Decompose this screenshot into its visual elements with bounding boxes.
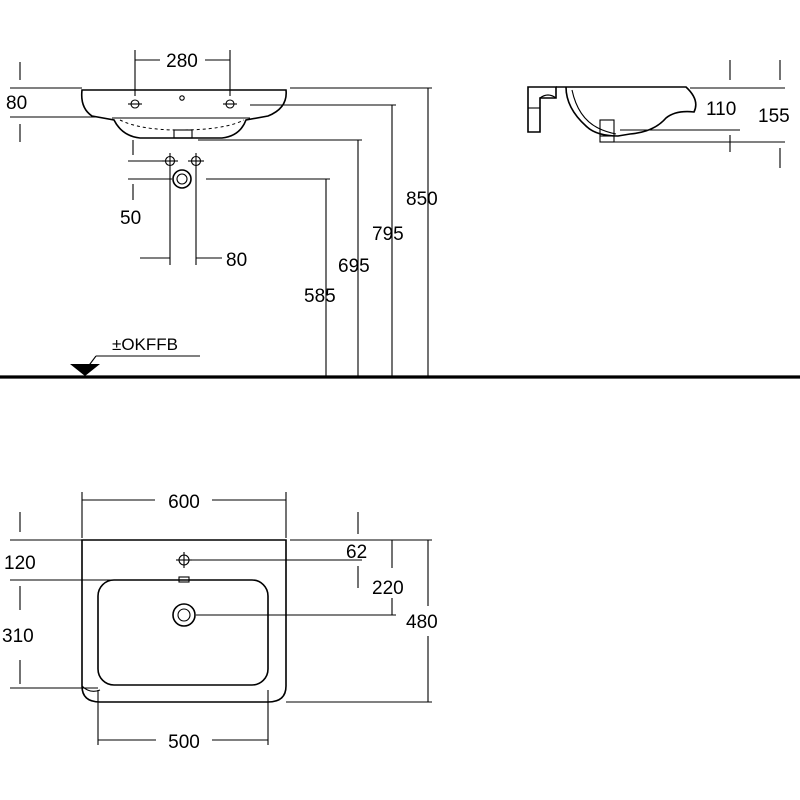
- dim-overflow-height: 795: [372, 224, 404, 245]
- supply-valve-left: [162, 153, 178, 169]
- dim-waste-height: 695: [338, 256, 370, 277]
- plan-view: 600 500 120 310 62 220 480: [2, 492, 438, 753]
- dim-overflow-offset: 62: [346, 542, 367, 563]
- side-elevation: 110 155: [527, 60, 790, 168]
- dim-trap-height: 585: [304, 286, 336, 307]
- dim-total-height: 850: [406, 189, 438, 210]
- front-elevation: 280 80 50 80: [6, 50, 438, 376]
- dim-rim-height: 80: [6, 93, 27, 114]
- tap-hole-left: [128, 99, 142, 109]
- dim-depth-total: 480: [406, 612, 438, 633]
- bowl-hidden-line: [119, 119, 245, 131]
- overflow-hole: [179, 95, 185, 101]
- dim-side-depth-1: 110: [706, 99, 736, 120]
- dim-side-depth-2: 155: [758, 106, 790, 127]
- basin-side-outline: [527, 86, 557, 133]
- dim-bowl-depth: 310: [2, 626, 34, 647]
- supply-valve-right: [188, 153, 204, 169]
- plan-tap-hole: [176, 552, 192, 568]
- dim-width-bowl: 500: [168, 732, 200, 753]
- dim-supply-vertical: 50: [120, 208, 141, 229]
- trap-outlet: [172, 169, 192, 189]
- dim-drain-offset: 220: [372, 578, 404, 599]
- dim-tap-depth: 120: [4, 553, 36, 574]
- dim-width-total: 600: [168, 492, 200, 513]
- side-waste-outlet: [599, 119, 615, 143]
- tap-hole-right: [223, 99, 237, 109]
- waste-outlet: [173, 129, 193, 139]
- dim-supply-horizontal: 80: [226, 250, 247, 271]
- plan-drain: [172, 603, 196, 627]
- ref-level-label: ±OKFFB: [112, 335, 178, 354]
- level-marker-icon: [70, 364, 100, 376]
- basin-front-outline: [80, 89, 287, 139]
- bowl-plan-outline: [97, 579, 269, 686]
- dim-tap-spacing: 280: [166, 51, 198, 72]
